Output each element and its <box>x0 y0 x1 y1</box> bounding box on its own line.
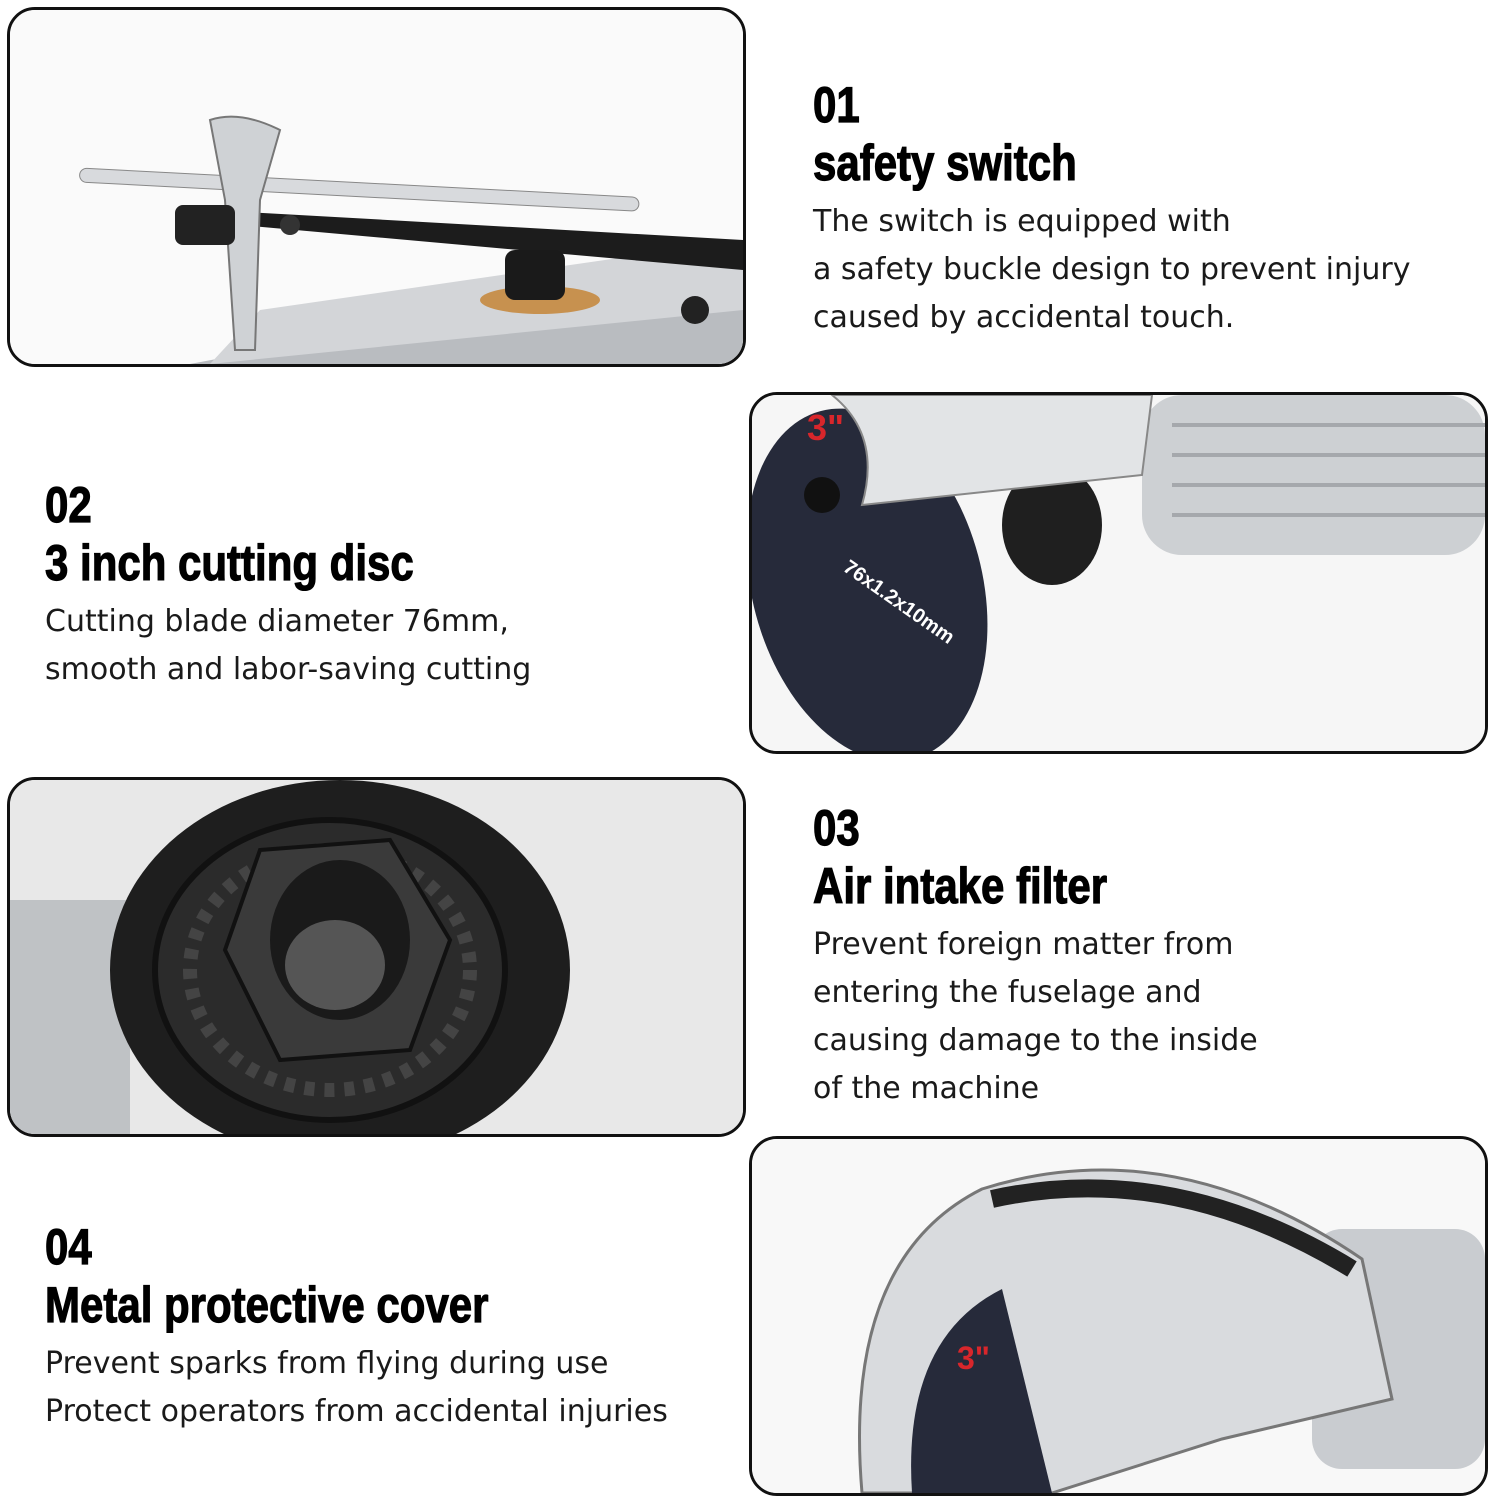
air-intake-filter-photo <box>7 777 746 1137</box>
cutting-disc-photo: 3" 76x1.2x10mm <box>749 392 1488 754</box>
feature-title: 3 inch cutting disc <box>44 534 414 591</box>
disc-size-label: 3" <box>807 407 844 448</box>
description-line: caused by accidental touch. <box>813 300 1235 335</box>
feature-number: 02 <box>44 476 92 533</box>
feature-title: Air intake filter <box>812 857 1108 914</box>
protective-cover-photo: 3" <box>749 1136 1488 1496</box>
feature-description: Prevent foreign matter from entering the… <box>813 921 1258 1113</box>
description-line: The switch is equipped with <box>813 204 1231 239</box>
feature-04: 04 Metal protective cover Prevent sparks… <box>44 1218 668 1436</box>
feature-01: 01 safety switch The switch is equipped … <box>812 76 1410 342</box>
air-intake-illustration <box>10 780 743 1134</box>
safety-switch-photo <box>7 7 746 367</box>
description-line: Protect operators from accidental injuri… <box>45 1394 668 1429</box>
description-line: causing damage to the inside <box>813 1023 1258 1058</box>
feature-description: The switch is equipped with a safety buc… <box>813 198 1410 342</box>
description-line: Cutting blade diameter 76mm, <box>45 604 509 639</box>
safety-switch-illustration <box>10 10 743 364</box>
feature-02: 02 3 inch cutting disc Cutting blade dia… <box>44 476 531 694</box>
protective-cover-illustration: 3" <box>752 1139 1485 1493</box>
feature-description: Prevent sparks from flying during use Pr… <box>45 1340 668 1436</box>
feature-number: 04 <box>44 1218 92 1275</box>
description-line: a safety buckle design to prevent injury <box>813 252 1411 287</box>
description-line: smooth and labor-saving cutting <box>45 652 532 687</box>
description-line: Prevent sparks from flying during use <box>45 1346 609 1381</box>
description-line: of the machine <box>813 1071 1040 1106</box>
disc-size-label: 3" <box>957 1340 990 1376</box>
description-line: entering the fuselage and <box>813 975 1202 1010</box>
feature-title: safety switch <box>812 134 1077 191</box>
feature-description: Cutting blade diameter 76mm, smooth and … <box>45 598 531 694</box>
cutting-disc-illustration: 3" 76x1.2x10mm <box>752 395 1485 751</box>
feature-title: Metal protective cover <box>44 1276 489 1333</box>
description-line: Prevent foreign matter from <box>813 927 1234 962</box>
feature-number: 03 <box>812 799 860 856</box>
feature-03: 03 Air intake filter Prevent foreign mat… <box>812 799 1258 1113</box>
feature-number: 01 <box>812 76 860 133</box>
